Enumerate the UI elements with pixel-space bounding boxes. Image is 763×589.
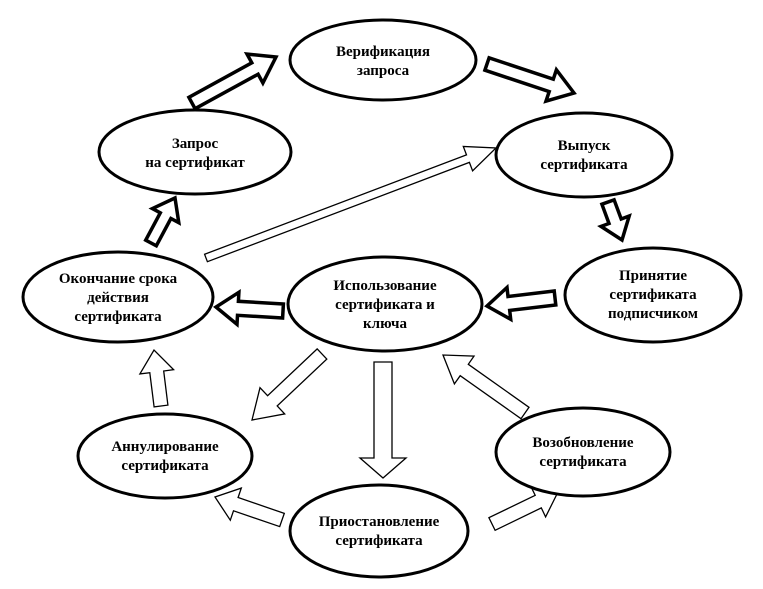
node-request-line-2: на сертификат	[145, 155, 245, 171]
node-issue-line-1: Выпуск	[558, 138, 611, 154]
arrow-revocation-to-expiry	[138, 348, 175, 408]
node-expiry-line-2: действия	[87, 290, 149, 306]
node-renewal-line-1: Возобновление	[532, 435, 633, 451]
node-acceptance: Принятие сертификата подписчиком	[563, 246, 743, 344]
node-expiry: Окончание срока действия сертификата	[21, 250, 215, 344]
node-renewal-line-2: сертификата	[539, 454, 627, 470]
node-verification-line-1: Верификация	[336, 44, 430, 60]
node-usage-line-3: ключа	[363, 316, 407, 332]
node-acceptance-line-3: подписчиком	[608, 306, 698, 322]
node-request: Запрос на сертификат	[97, 108, 293, 196]
node-expiry-line-3: сертификата	[74, 309, 162, 325]
arrow-usage-to-revocation	[251, 347, 328, 421]
arrow-suspension-to-revocation	[213, 487, 286, 528]
node-usage: Использование сертификата и ключа	[286, 255, 484, 353]
node-verification: Верификация запроса	[288, 18, 478, 102]
node-revocation-line-2: сертификата	[121, 458, 209, 474]
arrow-acceptance-to-usage	[484, 283, 558, 323]
node-usage-line-1: Использование	[333, 278, 437, 294]
node-verification-line-2: запроса	[357, 63, 410, 79]
node-issue-line-2: сертификата	[540, 157, 628, 173]
node-issue: Выпуск сертификата	[494, 111, 674, 199]
arrow-usage-to-suspension	[358, 361, 408, 479]
node-suspension-line-2: сертификата	[335, 533, 423, 549]
arrow-renewal-to-usage	[442, 354, 530, 420]
arrow-expiry-to-request	[143, 195, 182, 249]
node-request-line-1: Запрос	[172, 136, 219, 152]
node-revocation: Аннулирование сертификата	[76, 412, 254, 500]
arrow-expiry-to-issue	[203, 145, 498, 263]
node-acceptance-line-2: сертификата	[609, 287, 697, 303]
arrow-verification-to-issue	[482, 55, 577, 104]
node-expiry-line-1: Окончание срока	[59, 271, 178, 287]
arrow-issue-to-acceptance	[597, 197, 632, 243]
node-suspension: Приостановление сертификата	[288, 483, 470, 579]
node-renewal: Возобновление сертификата	[494, 406, 672, 498]
node-usage-line-2: сертификата и	[335, 297, 435, 313]
node-suspension-line-1: Приостановление	[319, 514, 440, 530]
node-acceptance-line-1: Принятие	[619, 268, 687, 284]
node-revocation-line-1: Аннулирование	[111, 439, 219, 455]
arrow-usage-to-expiry	[213, 288, 286, 328]
arrow-request-to-verification	[186, 52, 279, 112]
